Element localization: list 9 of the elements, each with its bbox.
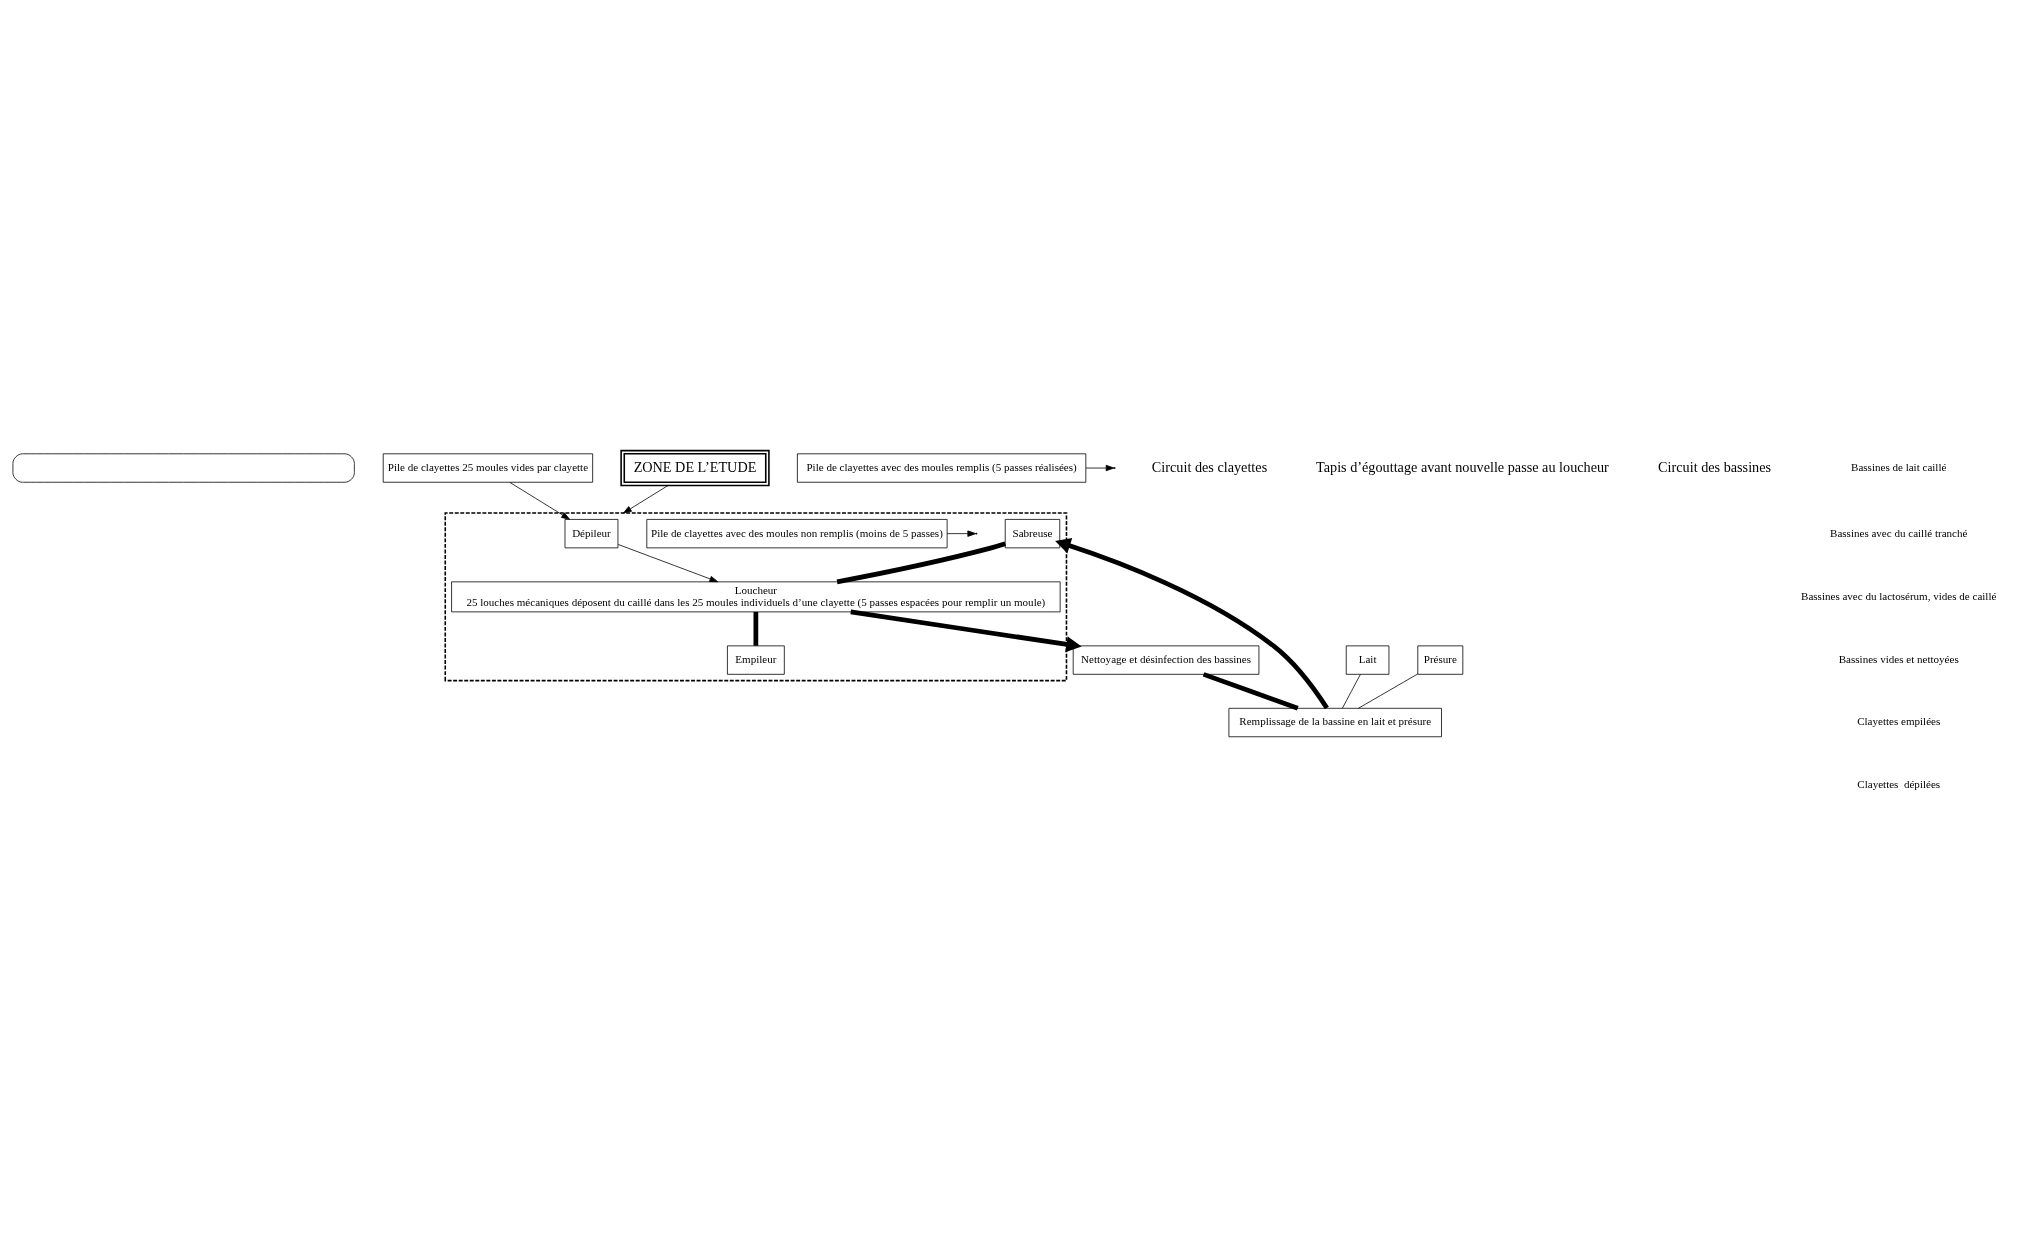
legend-label: Clayettes dépilées bbox=[1856, 777, 1940, 790]
legend-label: Clayettes empilées bbox=[1856, 715, 1940, 728]
legend-label: Bassines vides et nettoyées bbox=[1838, 653, 1959, 666]
legend-label: Bassines avec du caillé tranché bbox=[1829, 526, 1967, 539]
label: Tapis d’égouttage avant nouvelle passe au loucheur bbox=[1315, 458, 1609, 475]
legend-label: Bassines de lait caillé bbox=[1850, 460, 1946, 473]
legend-label: Bassines avec du lactosérum, vides de caillé bbox=[1800, 589, 1996, 602]
label: Circuit des clayettes bbox=[1151, 458, 1267, 475]
label: Circuit des bassines bbox=[1657, 458, 1771, 475]
